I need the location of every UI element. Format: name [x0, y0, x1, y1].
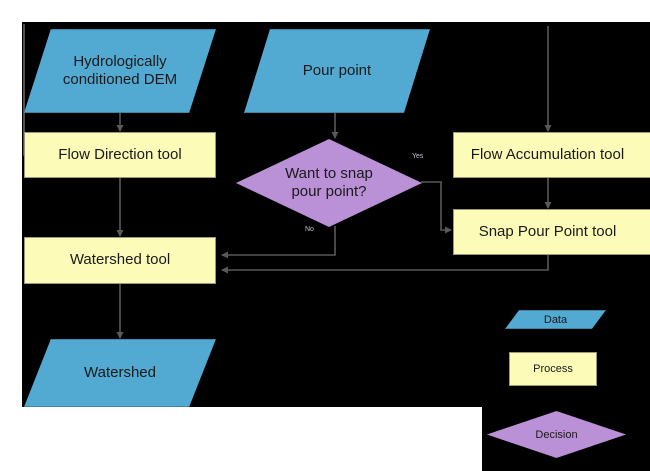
node-label: Flow Direction tool — [58, 145, 182, 163]
node-label: Watershed tool — [69, 251, 171, 269]
node-label: Hydrologically conditioned DEM — [62, 52, 178, 88]
legend-label: Process — [533, 363, 573, 375]
node-label: Flow Accumulation tool — [470, 145, 625, 163]
edge-label-no: No — [305, 226, 314, 233]
node-flow-direction-tool[interactable]: Flow Direction tool — [24, 132, 216, 178]
node-label: Pour point — [302, 61, 372, 79]
node-flow-accumulation-tool[interactable]: Flow Accumulation tool — [453, 132, 650, 178]
node-snap-pour-point-tool[interactable]: Snap Pour Point tool — [453, 209, 650, 255]
legend-label: Decision — [535, 428, 578, 441]
node-hydrologically-conditioned-dem[interactable]: Hydrologically conditioned DEM — [24, 29, 216, 113]
node-label: Want to snap pour point? — [285, 164, 373, 200]
legend-item-data: Data — [505, 310, 606, 329]
node-label: Snap Pour Point tool — [478, 222, 617, 240]
legend-label: Data — [543, 313, 568, 326]
node-watershed[interactable]: Watershed — [24, 339, 216, 407]
edge-label-yes: Yes — [412, 153, 424, 160]
node-watershed-tool[interactable]: Watershed tool — [24, 237, 216, 284]
legend-item-process: Process — [509, 352, 597, 386]
node-label: Watershed — [84, 363, 156, 381]
node-pour-point[interactable]: Pour point — [244, 29, 430, 113]
